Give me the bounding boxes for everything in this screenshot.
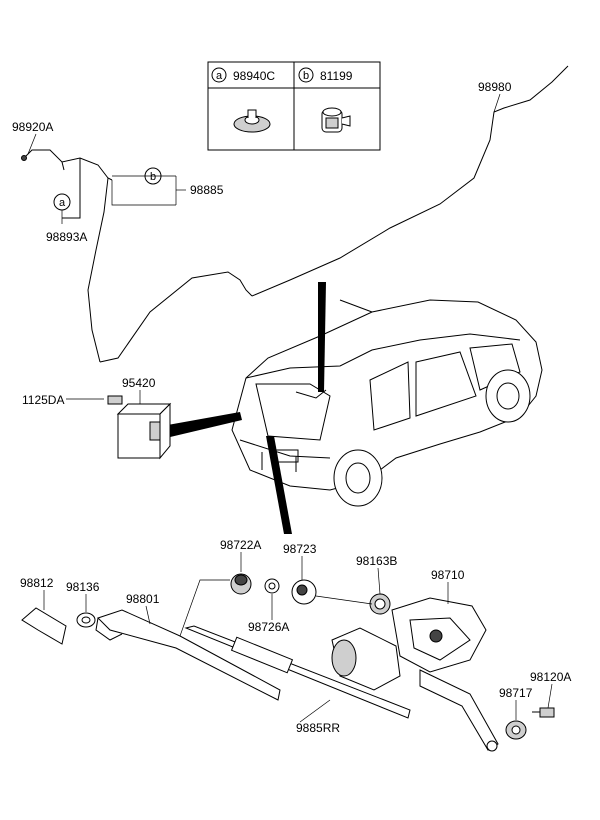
label-95420: 95420 — [122, 376, 156, 390]
label-98893A: 98893A — [46, 230, 87, 244]
cap-98722A-drawing — [230, 573, 252, 595]
legend-b-key: b — [303, 70, 309, 82]
legend-a-part: 98940C — [233, 69, 275, 83]
relay-95420-drawing — [116, 402, 172, 460]
label-98710: 98710 — [431, 568, 465, 582]
leader-relay — [162, 412, 242, 438]
label-98801: 98801 — [126, 592, 160, 606]
washer-98726A-drawing — [264, 578, 280, 594]
label-98885: 98885 — [190, 183, 224, 197]
legend-a-marker — [211, 67, 227, 83]
callout-b-key: b — [150, 171, 156, 183]
seal-98163B-drawing — [369, 593, 391, 615]
legend-b-marker — [298, 67, 314, 83]
label-98136: 98136 — [66, 580, 100, 594]
legend-b-part: 81199 — [320, 69, 353, 83]
label-98163B: 98163B — [356, 554, 397, 568]
leader-lower — [266, 436, 292, 534]
label-98812: 98812 — [20, 576, 54, 590]
label-98920A: 98920A — [12, 120, 53, 134]
legend-table: a 98940C b 81199 — [207, 61, 381, 151]
label-98980: 98980 — [478, 80, 512, 94]
bolt-1125DA-drawing — [107, 395, 123, 405]
leader-lines — [27, 93, 553, 723]
legend-a-key: a — [216, 70, 223, 82]
label-1125DA: 1125DA — [22, 393, 64, 407]
label-98726A: 98726A — [248, 620, 289, 634]
label-9885RR: 9885RR — [296, 721, 340, 735]
label-98723: 98723 — [283, 542, 317, 556]
callout-a-key: a — [59, 197, 66, 209]
wiper-arm-98801-drawing — [95, 609, 281, 701]
clip-81199-drawing — [321, 107, 351, 133]
label-98120A: 98120A — [530, 670, 571, 684]
nut-98136-drawing — [76, 612, 96, 628]
motor-98710-drawing — [331, 597, 499, 752]
bushing-98717-drawing — [505, 720, 527, 740]
washer-hose — [21, 65, 569, 363]
vehicle-outline — [231, 299, 543, 507]
callout-b-marker — [144, 167, 162, 185]
cover-98812-drawing — [21, 607, 67, 645]
nut-98723-drawing — [291, 579, 317, 605]
grommet-98940C-drawing — [233, 109, 271, 133]
wiper-blade-9885RR-drawing — [184, 625, 411, 719]
leader-rear-wiper — [318, 282, 326, 392]
label-98717: 98717 — [499, 686, 533, 700]
bolt-98120A-drawing — [532, 707, 555, 718]
label-98722A: 98722A — [220, 538, 261, 552]
